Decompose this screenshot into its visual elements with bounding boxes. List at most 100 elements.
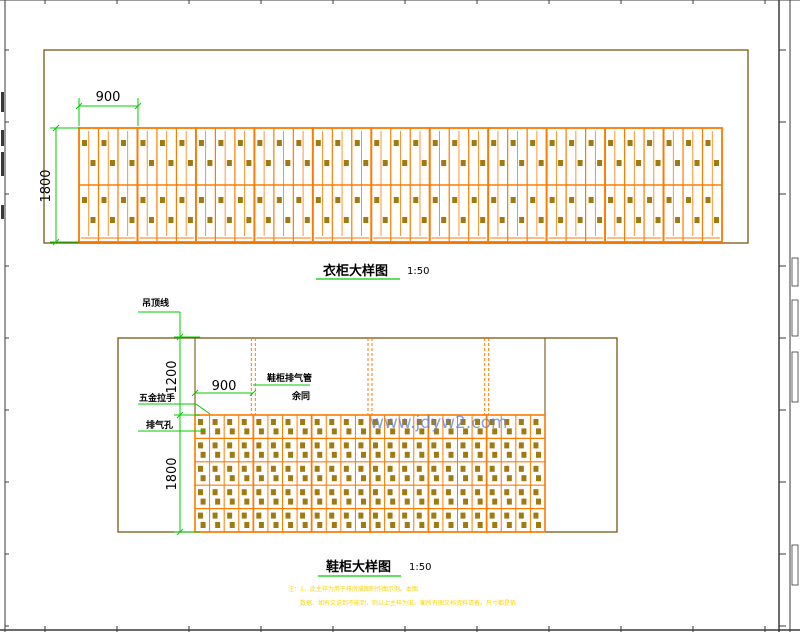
shoe-vent-hole <box>258 522 264 528</box>
shoe-vent-hole <box>448 451 454 458</box>
wardrobe-vent-hole <box>636 217 642 223</box>
shoe-scale: 1:50 <box>409 562 431 573</box>
shoe-vent-hole <box>273 498 279 505</box>
wardrobe-handle <box>413 140 419 146</box>
shoe-vent-hole <box>302 475 308 482</box>
wardrobe-handle <box>432 140 438 146</box>
shoe-handle <box>329 465 335 472</box>
wardrobe-vent-hole <box>285 160 291 166</box>
shoe-handle <box>533 489 539 496</box>
wardrobe-vent-hole <box>597 160 603 166</box>
shoe-handle <box>241 419 247 425</box>
wardrobe-handle <box>82 197 87 203</box>
shoe-vent-hole <box>361 428 366 435</box>
wardrobe-handle <box>491 140 497 146</box>
shoe-vent-hole <box>536 475 541 482</box>
shoe-handle <box>402 465 408 472</box>
shoe-handle <box>489 419 495 425</box>
shoe-vent-hole <box>317 428 323 435</box>
shoe-handle <box>198 489 203 496</box>
wardrobe-unit <box>253 127 314 243</box>
shoe-handle <box>270 465 276 472</box>
shoe-handle <box>343 489 349 496</box>
wardrobe-handle <box>198 197 204 203</box>
shoe-vent-hole <box>215 451 221 458</box>
shoe-vent-hole <box>506 522 512 528</box>
shoe-vent-hole <box>361 498 366 505</box>
shoe-vent-hole <box>244 522 250 528</box>
shoe-handle <box>270 442 276 449</box>
shoe-cabinet-detail: 1200 1800 900 吊顶线 五金拉手 排气孔 鞋柜排气管 余同 鞋柜大样… <box>117 297 618 577</box>
shoe-handle <box>314 489 320 496</box>
shoe-vent-hole <box>331 498 337 505</box>
shoe-handle <box>358 465 364 472</box>
wardrobe-handle <box>159 197 165 203</box>
shoe-handle <box>533 442 539 449</box>
shoe-room-outline <box>117 337 618 533</box>
wardrobe-vent-hole <box>363 160 369 166</box>
shoe-vent-hole <box>506 475 512 482</box>
shoe-vent-hole <box>419 428 425 435</box>
shoe-vent-hole <box>375 428 381 435</box>
shoe-vent-hole <box>361 451 366 458</box>
shoe-handle <box>314 419 320 425</box>
shoe-vent-hole <box>404 428 410 435</box>
wardrobe-handle <box>705 140 711 146</box>
wardrobe-handle <box>159 140 165 146</box>
shoe-vent-hole <box>375 522 381 528</box>
shoe-handle <box>373 442 378 449</box>
shoe-vent-hole <box>361 475 366 482</box>
shoe-vent-hole <box>200 498 206 505</box>
shoe-vent-hole <box>273 522 279 528</box>
wardrobe-vent-hole <box>382 217 388 223</box>
shoe-handle <box>475 489 481 496</box>
shoe-vent-hole <box>390 498 396 505</box>
wardrobe-vent-hole <box>499 160 505 166</box>
shoe-handle <box>300 512 306 519</box>
shoe-handle <box>431 489 437 496</box>
shoe-vent-hole <box>492 522 498 528</box>
shoe-vent-hole <box>521 522 527 528</box>
shoe-handle <box>270 512 276 519</box>
wardrobe-vent-hole <box>109 217 115 223</box>
shoe-handle <box>314 465 320 472</box>
wardrobe-vent-hole <box>577 217 583 223</box>
wardrobe-vent-hole <box>304 217 310 223</box>
wardrobe-vent-hole <box>129 217 135 223</box>
wardrobe-handle <box>335 197 341 203</box>
shoe-vent-hole <box>331 428 337 435</box>
shoe-vent-hole <box>302 451 308 458</box>
wardrobe-handle <box>257 140 263 146</box>
wardrobe-handle <box>569 140 575 146</box>
wardrobe-vent-hole <box>363 217 369 223</box>
shoe-height-dimension <box>138 311 211 536</box>
shoe-vent-hole <box>536 522 541 528</box>
wardrobe-handle <box>471 197 477 203</box>
wardrobe-height-label: 1800 <box>39 169 54 202</box>
shoe-unit <box>194 414 255 533</box>
shoe-vent-hole <box>215 522 221 528</box>
wardrobe-handle <box>393 140 399 146</box>
wardrobe-handle <box>120 140 126 146</box>
shoe-vent-hole <box>463 498 469 505</box>
wardrobe-vent-hole <box>577 160 583 166</box>
wardrobe-vent-hole <box>499 217 505 223</box>
vent-hole-label: 排气孔 <box>146 419 173 431</box>
shoe-lower-height-label: 1800 <box>165 457 180 490</box>
shoe-handle <box>343 465 349 472</box>
shoe-vent-hole <box>492 451 498 458</box>
wardrobe-vent-hole <box>148 160 154 166</box>
shoe-handle <box>300 442 306 449</box>
shoe-handle <box>533 465 539 472</box>
wardrobe-vent-hole <box>460 160 466 166</box>
wardrobe-vent-hole <box>343 217 349 223</box>
wardrobe-vent-hole <box>382 160 388 166</box>
shoe-title: 鞋柜大样图 <box>326 559 391 575</box>
shoe-unit <box>485 414 546 533</box>
shoe-vent-hole <box>433 475 439 482</box>
shoe-handle <box>285 465 291 472</box>
shoe-vent-hole <box>244 428 250 435</box>
wardrobe-unit <box>311 127 373 243</box>
